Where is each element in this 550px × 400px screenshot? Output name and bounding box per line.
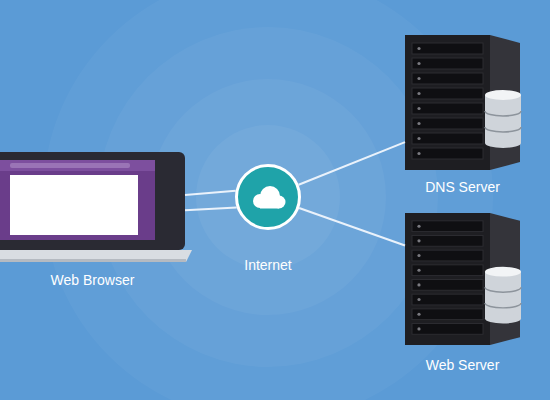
browser-content (10, 175, 138, 235)
circle-outline (235, 164, 301, 230)
browser-node: Web Browser (0, 152, 185, 264)
signal-ring (196, 125, 340, 269)
node-label: DNS Server (425, 178, 500, 196)
node-label: Web Browser (51, 271, 135, 289)
network-link (185, 191, 236, 195)
signal-ring (150, 79, 386, 315)
server-node: DNS Server (405, 35, 520, 170)
cloud-puff (260, 186, 280, 206)
network-link (185, 208, 237, 211)
laptop-bezel (0, 152, 185, 250)
laptop-base (0, 250, 192, 262)
network-link (299, 208, 405, 246)
laptop-lip (0, 259, 186, 262)
dns-server-art (405, 35, 521, 170)
node-label: Web Server (426, 356, 500, 374)
web-server-art (405, 213, 521, 345)
cloud-puff (253, 194, 267, 208)
network-link (299, 142, 405, 185)
cloud-icon (253, 186, 286, 209)
internet-circle (237, 166, 300, 229)
address-bar (10, 163, 130, 168)
browser-toolbar (0, 160, 155, 171)
internet-node: Internet (235, 164, 301, 230)
cloud-base (260, 201, 279, 209)
server-node: Web Server (405, 213, 520, 345)
node-label: Internet (244, 256, 291, 274)
cloud-puff (273, 196, 286, 209)
browser-window (0, 160, 155, 240)
